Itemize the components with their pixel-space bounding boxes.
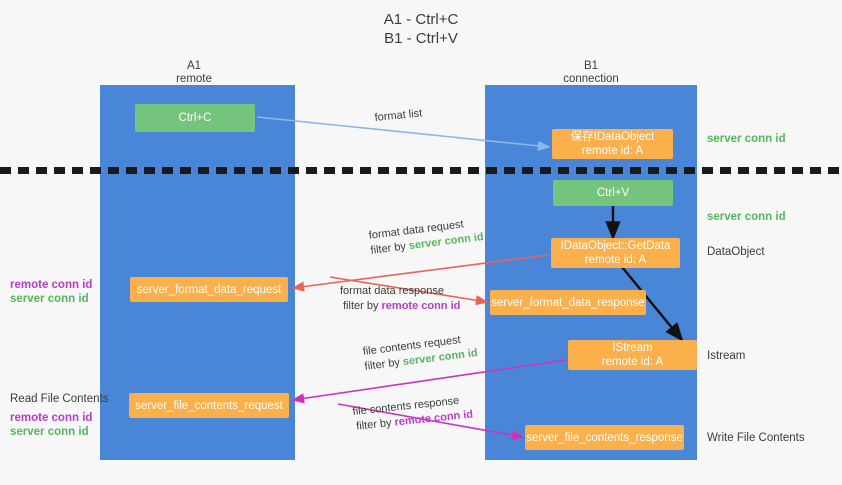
filter-prefix: filter by bbox=[343, 300, 382, 312]
node-save-idataobject[interactable]: 保存IDataObject remote id: A bbox=[552, 129, 673, 159]
node-getdata-line2: remote id: A bbox=[584, 254, 647, 266]
node-istream-line2: remote id: A bbox=[601, 356, 664, 368]
label-write-file-contents: Write File Contents bbox=[707, 432, 805, 444]
label-remote-conn-id-1: remote conn id bbox=[10, 279, 93, 291]
node-server-file-contents-request[interactable]: server_file_contents_request bbox=[129, 393, 289, 418]
node-server-format-data-request[interactable]: server_format_data_request bbox=[130, 277, 288, 302]
label-server-conn-id-2: server conn id bbox=[10, 426, 89, 438]
node-istream-line1: IStream bbox=[612, 342, 653, 354]
node-save-idataobject-line2: remote id: A bbox=[581, 145, 644, 157]
page-title: A1 - Ctrl+C B1 - Ctrl+V bbox=[383, 11, 459, 47]
node-server-format-data-response[interactable]: server_format_data_response bbox=[490, 290, 646, 315]
edge-label-format-data-request: format data request filter by server con… bbox=[368, 215, 485, 259]
label-server-conn-id-top: server conn id bbox=[707, 133, 786, 145]
node-server-file-contents-request-label: server_file_contents_request bbox=[135, 399, 283, 412]
node-save-idataobject-line1: 保存IDataObject bbox=[570, 131, 655, 143]
node-server-format-data-request-label: server_format_data_request bbox=[136, 283, 282, 296]
label-server-conn-id-1: server conn id bbox=[10, 293, 89, 305]
filter-value-remote-conn-id: remote conn id bbox=[381, 300, 461, 312]
edge-label-format-data-response: format data response filter by remote co… bbox=[340, 284, 460, 314]
node-server-file-contents-response-label: server_file_contents_response bbox=[526, 431, 683, 444]
node-getdata-line1: IDataObject::GetData bbox=[560, 240, 671, 252]
label-server-conn-id-mid: server conn id bbox=[707, 211, 786, 223]
edge-label-format-list: format list bbox=[374, 106, 423, 126]
edge-label-file-contents-response: file contents response filter by remote … bbox=[352, 393, 474, 435]
edge-label-format-data-response-line1: format data response bbox=[340, 285, 444, 297]
edge-label-format-list-text: format list bbox=[374, 107, 423, 124]
edge-label-format-data-response-filter: filter by remote conn id bbox=[340, 299, 460, 314]
label-read-file-contents: Read File Contents bbox=[10, 393, 109, 405]
node-idataobject-getdata[interactable]: IDataObject::GetData remote id: A bbox=[551, 238, 680, 268]
label-dataobject: DataObject bbox=[707, 246, 765, 258]
label-remote-conn-id-2: remote conn id bbox=[10, 412, 93, 424]
column-header-b1: B1 connection bbox=[511, 60, 671, 86]
edge-label-file-contents-request: file contents request filter by server c… bbox=[362, 331, 479, 375]
node-server-format-data-response-label: server_format_data_response bbox=[491, 296, 645, 309]
node-ctrl-v[interactable]: Ctrl+V bbox=[553, 180, 673, 206]
node-ctrl-c[interactable]: Ctrl+C bbox=[135, 104, 255, 132]
label-istream: Istream bbox=[707, 350, 746, 362]
column-header-a1-sub: remote bbox=[176, 73, 212, 85]
filter-prefix: filter by bbox=[369, 240, 410, 257]
dashed-separator bbox=[0, 167, 842, 174]
column-header-b1-name: B1 bbox=[583, 60, 599, 72]
node-istream[interactable]: IStream remote id: A bbox=[568, 340, 697, 370]
column-header-a1-name: A1 bbox=[186, 60, 202, 72]
column-header-b1-sub: connection bbox=[563, 73, 619, 85]
node-server-file-contents-response[interactable]: server_file_contents_response bbox=[525, 425, 684, 450]
node-ctrl-c-label: Ctrl+C bbox=[178, 112, 212, 124]
column-header-a1: A1 remote bbox=[114, 60, 274, 86]
filter-prefix: filter by bbox=[363, 356, 404, 373]
filter-prefix: filter by bbox=[355, 416, 396, 433]
node-ctrl-v-label: Ctrl+V bbox=[596, 187, 630, 199]
